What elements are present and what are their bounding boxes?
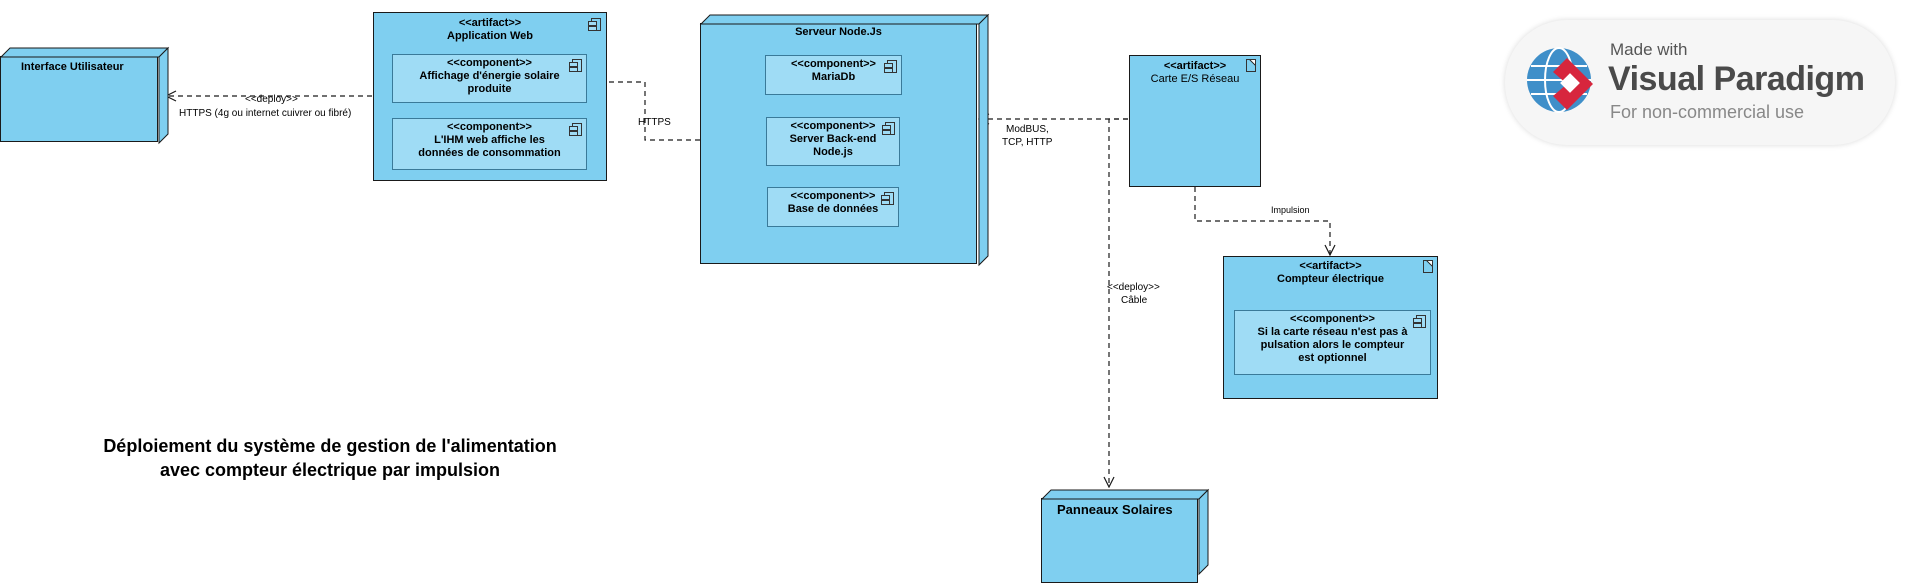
- stereotype-label: <<component>>: [790, 120, 876, 132]
- component-icon: [884, 60, 897, 73]
- node-title: Serveur Node.Js: [795, 26, 882, 38]
- component-label-line2: produite: [467, 83, 512, 95]
- component-icon: [588, 18, 601, 31]
- component-label-line1: Server Back-end: [789, 133, 877, 145]
- visual-paradigm-logo-icon: [1527, 47, 1593, 113]
- component-base-de-donnees[interactable]: <<component>> Base de données: [767, 187, 899, 227]
- component-label-line2: données de consommation: [418, 147, 561, 159]
- watermark-brand: Visual Paradigm: [1608, 60, 1865, 98]
- watermark-made-with: Made with: [1610, 40, 1688, 59]
- artifact-carte-es-reseau[interactable]: <<artifact>> Carte E/S Réseau: [1129, 55, 1261, 187]
- component-label-line1: Affichage d'énergie solaire: [419, 70, 560, 82]
- component-icon: [882, 122, 895, 135]
- component-label-line1: L'IHM web affiche les: [434, 134, 545, 146]
- node-3d-edge: [0, 46, 170, 145]
- stereotype-label: <<component>>: [791, 58, 876, 70]
- component-ihm-web[interactable]: <<component>> L'IHM web affiche les donn…: [392, 118, 587, 170]
- component-label-line1: Si la carte réseau n'est pas à: [1257, 326, 1408, 338]
- component-label-line1: Base de données: [787, 203, 879, 215]
- artifact-compteur-electrique[interactable]: <<artifact>> Compteur électrique <<compo…: [1223, 256, 1438, 399]
- modbus-link-label-line2: TCP, HTTP: [1002, 137, 1053, 148]
- https-link-server-webapp: [586, 82, 700, 141]
- cable-stereotype-label: <<deploy>>: [1107, 282, 1160, 293]
- node-3d-edge: [699, 13, 990, 267]
- component-icon: [569, 123, 582, 136]
- https-link-label: HTTPS: [638, 117, 671, 128]
- watermark-subtitle: For non-commercial use: [1610, 102, 1805, 122]
- impulsion-link-label: Impulsion: [1271, 205, 1310, 215]
- stereotype-label: <<component>>: [447, 57, 532, 69]
- component-compteur-note[interactable]: <<component>> Si la carte réseau n'est p…: [1234, 310, 1431, 375]
- node-serveur-nodejs[interactable]: Serveur Node.Js <<component>> MariaDb <<…: [699, 13, 990, 267]
- component-mariadb[interactable]: <<component>> MariaDb: [765, 55, 902, 95]
- node-title: Interface Utilisateur: [21, 61, 124, 73]
- stereotype-label: <<artifact>>: [1299, 260, 1362, 272]
- component-label-line1: MariaDb: [811, 71, 856, 83]
- node-panneaux-solaires[interactable]: Panneaux Solaires: [1040, 488, 1210, 583]
- deploy-stereotype-label: <<deploy>>: [245, 94, 298, 105]
- deploy-link-label: HTTPS (4g ou internet cuivrer ou fibré): [179, 108, 352, 119]
- diagram-title-line2: avec compteur électrique par impulsion: [159, 460, 501, 480]
- cable-link-carte-panneaux: [1109, 118, 1128, 487]
- stereotype-label: <<component>>: [1290, 313, 1375, 325]
- visual-paradigm-watermark: Made with Visual Paradigm For non-commer…: [1505, 20, 1895, 145]
- component-icon: [1413, 315, 1426, 328]
- impulsion-link-carte-compteur: [1194, 187, 1330, 255]
- stereotype-label: <<artifact>>: [458, 17, 522, 29]
- artifact-icon: [1423, 260, 1433, 273]
- node-title: Compteur électrique: [1277, 273, 1384, 285]
- node-title: Carte E/S Réseau: [1150, 73, 1240, 85]
- cable-link-label: Câble: [1121, 295, 1148, 306]
- component-affichage-energie[interactable]: <<component>> Affichage d'énergie solair…: [392, 54, 587, 103]
- node-3d-edge: [1040, 488, 1210, 576]
- diagram-title: Déploiement du système de gestion de l'a…: [60, 434, 600, 482]
- component-label-line3: est optionnel: [1298, 352, 1367, 364]
- component-label-line2: pulsation alors le compteur: [1260, 339, 1405, 351]
- node-title: Panneaux Solaires: [1057, 502, 1173, 517]
- component-label-line2: Node.js: [813, 146, 853, 158]
- artifact-icon: [1246, 59, 1256, 72]
- modbus-link-label-line1: ModBUS,: [1006, 124, 1049, 135]
- artifact-application-web[interactable]: <<artifact>> Application Web <<component…: [373, 12, 607, 181]
- component-icon: [881, 192, 894, 205]
- node-title: Application Web: [447, 30, 533, 42]
- stereotype-label: <<artifact>>: [1163, 60, 1227, 72]
- diagram-title-line1: Déploiement du système de gestion de l'a…: [103, 436, 557, 456]
- component-server-backend[interactable]: <<component>> Server Back-end Node.js: [766, 117, 900, 166]
- component-icon: [569, 59, 582, 72]
- stereotype-label: <<component>>: [790, 190, 876, 202]
- node-interface-utilisateur[interactable]: Interface Utilisateur: [0, 46, 170, 145]
- stereotype-label: <<component>>: [447, 121, 532, 133]
